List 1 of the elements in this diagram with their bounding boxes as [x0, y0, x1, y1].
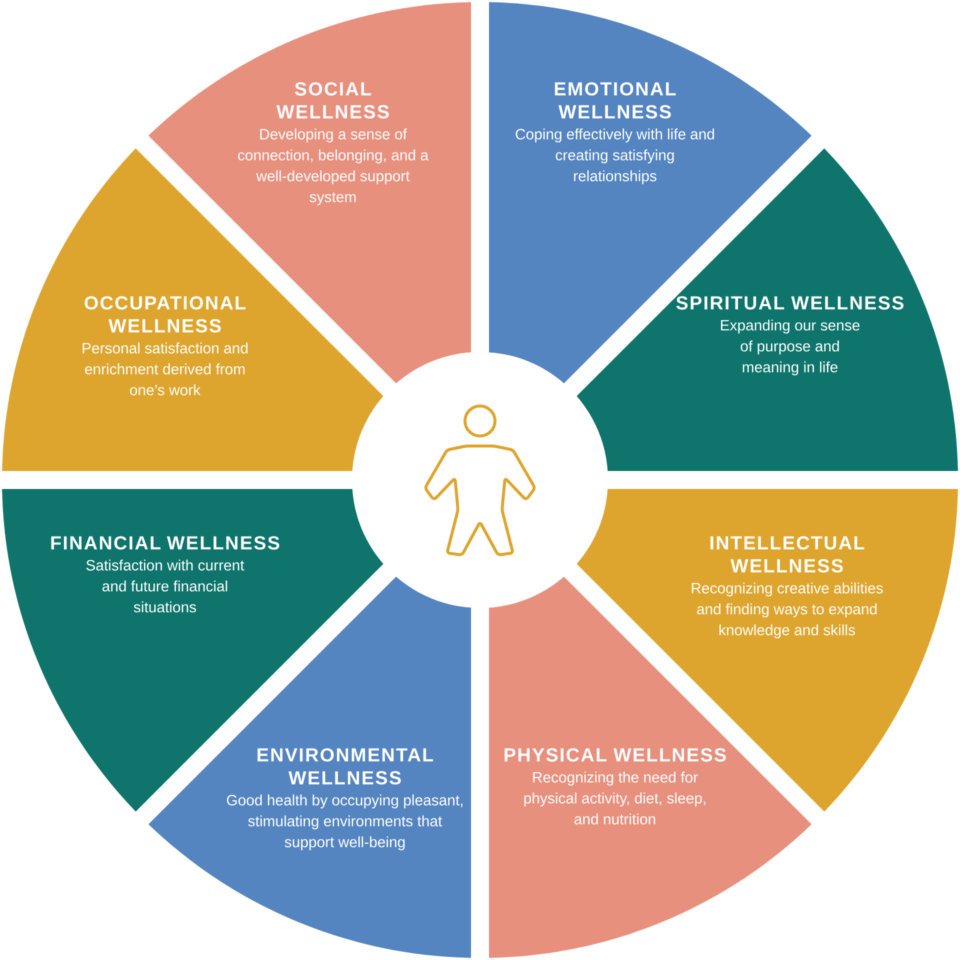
- center-circle: [352, 352, 608, 608]
